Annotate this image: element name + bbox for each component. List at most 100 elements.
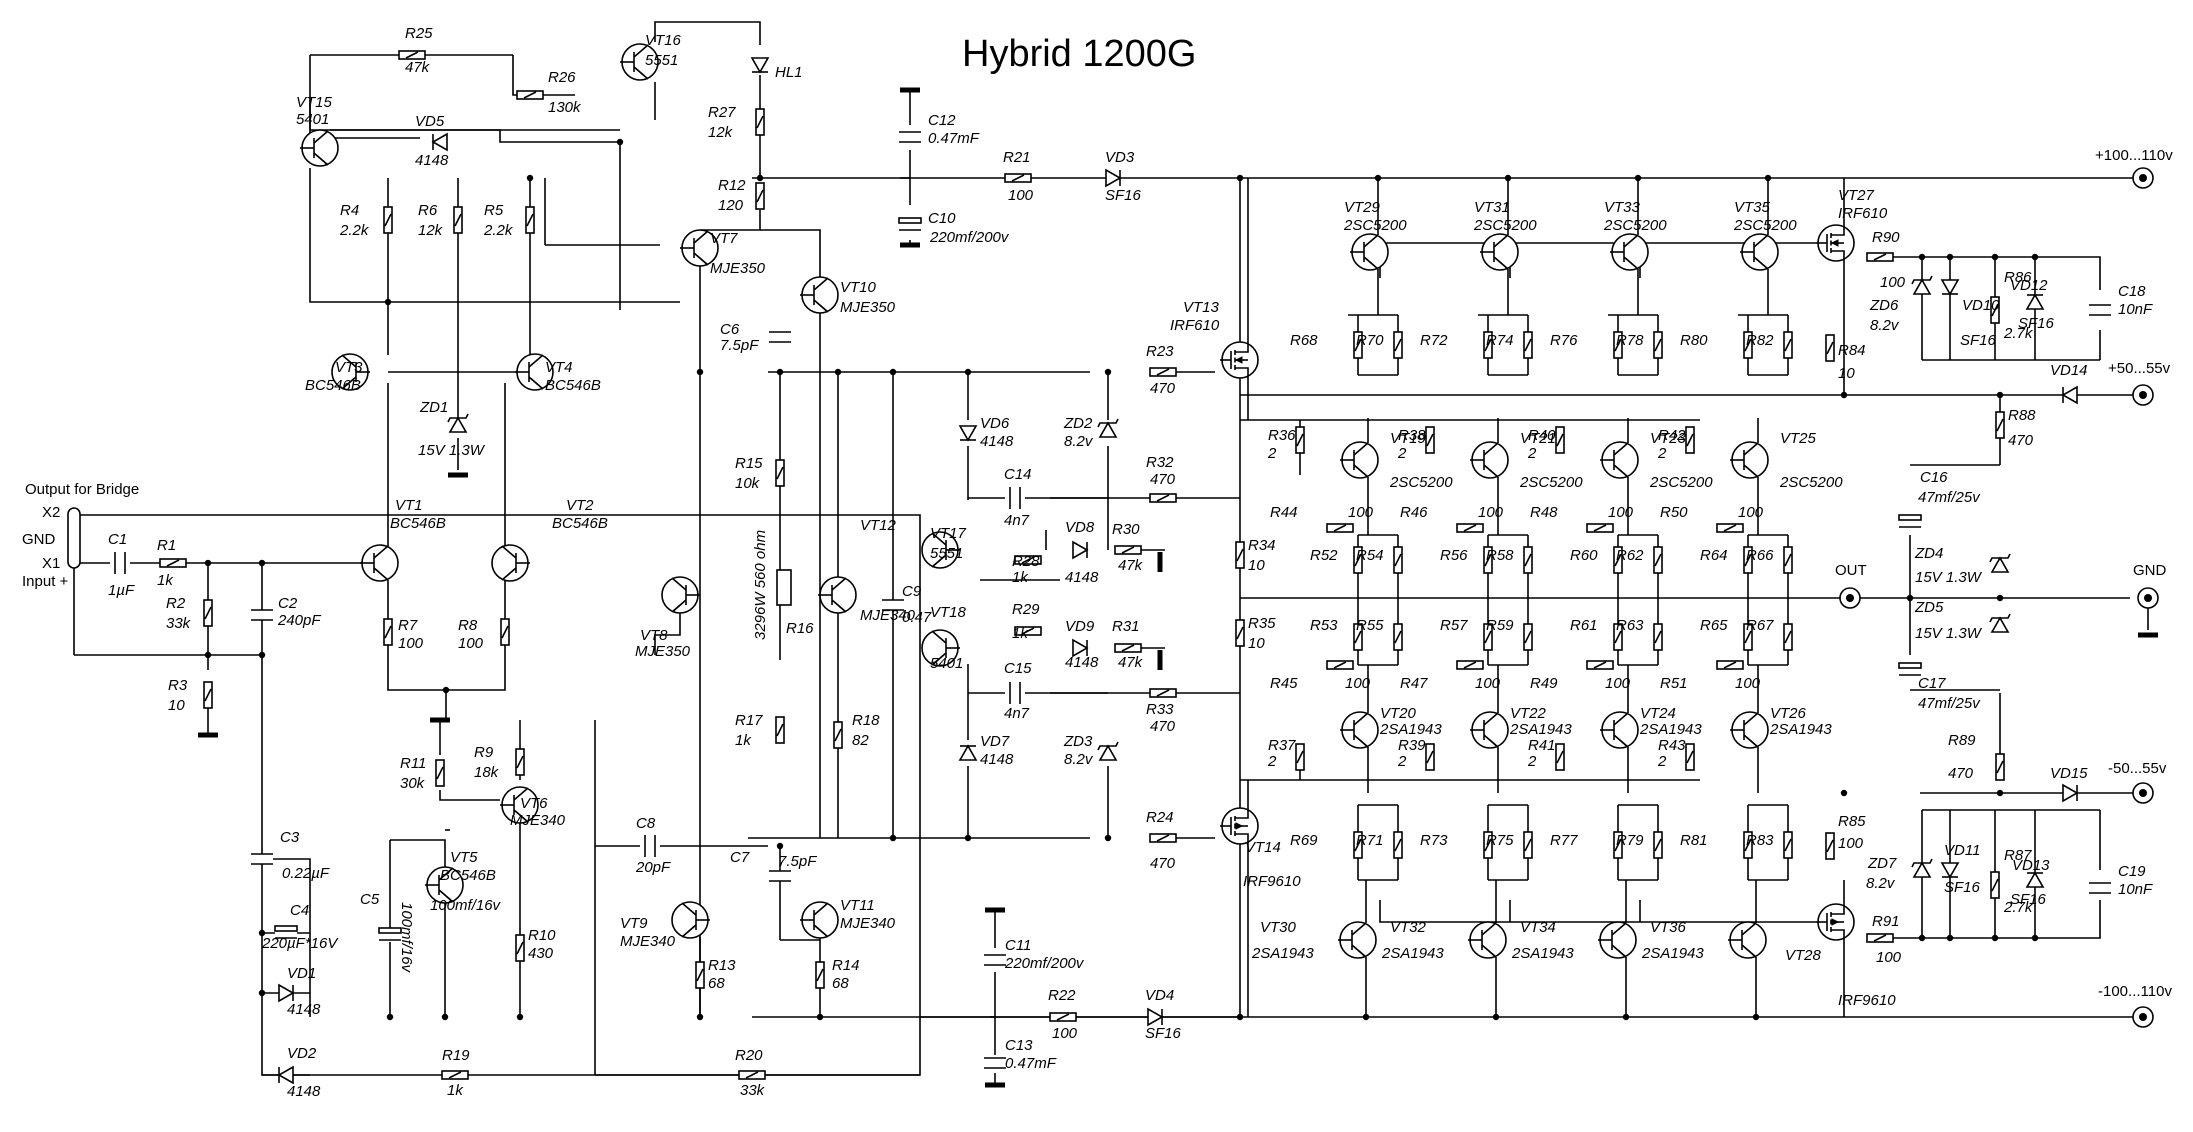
resistor-mark xyxy=(523,91,537,99)
resistor-mark xyxy=(1333,524,1347,532)
resistor-mark xyxy=(448,1071,462,1079)
r79-ref: R79 xyxy=(1616,832,1644,849)
diode-triangle xyxy=(1072,540,1089,560)
zd1-diode xyxy=(447,413,469,433)
resistor-mark xyxy=(454,213,462,227)
r59-ref: R59 xyxy=(1486,617,1514,634)
vd4-value: SF16 xyxy=(1145,1025,1182,1042)
cap-gap xyxy=(899,132,921,142)
vd3-value: SF16 xyxy=(1105,187,1142,204)
r42-ref: R42 xyxy=(1658,427,1686,444)
r31-value: 47k xyxy=(1118,654,1144,671)
resistor-mark xyxy=(1593,661,1607,669)
vt4-ref: VT4 xyxy=(545,359,573,376)
r71-ref: R71 xyxy=(1356,832,1384,849)
resistor-mark xyxy=(1784,553,1792,567)
collector-lead xyxy=(1351,922,1367,936)
wire xyxy=(1379,900,1816,923)
junction-dot xyxy=(526,174,534,182)
r9-value: 18k xyxy=(474,764,500,781)
c2-value: 240pF xyxy=(277,612,321,629)
r52-ref: R52 xyxy=(1310,547,1338,564)
r16-ref: R16 xyxy=(786,620,814,637)
resistor-mark xyxy=(1744,553,1752,567)
resistor-mark xyxy=(384,213,392,227)
collector-lead xyxy=(1481,922,1497,936)
junction-dot xyxy=(1906,594,1914,602)
c15-ref: C15 xyxy=(1004,660,1032,677)
c14-ref: C14 xyxy=(1004,466,1032,483)
resistor-mark xyxy=(1394,630,1402,644)
r26-ref: R26 xyxy=(548,69,576,86)
r26-value: 130k xyxy=(548,99,582,116)
vd15-ref: VD15 xyxy=(2050,765,2088,782)
r45-ref: R45 xyxy=(1270,675,1298,692)
junction-dot xyxy=(1996,391,2004,399)
r13-ref: R13 xyxy=(708,957,736,974)
drain xyxy=(1235,808,1249,819)
wire xyxy=(439,790,500,801)
vminus100-terminal-pin xyxy=(2139,1013,2147,1021)
collector-lead xyxy=(931,630,947,644)
vminus50-label: -50...55v xyxy=(2108,760,2167,777)
emitter-arrow xyxy=(1483,946,1496,958)
resistor-mark xyxy=(1556,433,1564,447)
r30-value: 47k xyxy=(1118,557,1144,574)
r51-value: 100 xyxy=(1735,675,1761,692)
resistor-mark xyxy=(501,625,509,639)
zd5-diode xyxy=(1989,613,2011,633)
r38-ref: R38 xyxy=(1398,427,1426,444)
junction-dot xyxy=(204,559,212,567)
r2-ref: R2 xyxy=(166,595,186,612)
emitter-arrow xyxy=(1745,736,1758,748)
-plate-a xyxy=(274,925,298,932)
vd10-ref: VD10 xyxy=(1962,297,2000,314)
resistor-mark xyxy=(1524,630,1532,644)
wire xyxy=(654,612,681,655)
r74-ref: R74 xyxy=(1486,332,1514,349)
resistor-mark xyxy=(756,115,764,129)
bridge-output-label: Output for Bridge xyxy=(25,481,139,498)
c15-value: 4n7 xyxy=(1004,705,1030,722)
vt21-ref: VT21 xyxy=(1520,430,1556,447)
vt23-value: 2SC5200 xyxy=(1649,474,1713,491)
r35-ref: R35 xyxy=(1248,615,1276,632)
wire xyxy=(74,514,921,1076)
source xyxy=(1235,833,1249,844)
junction-dot xyxy=(1918,253,1926,261)
junction-dot xyxy=(1918,934,1926,942)
emitter-arrow xyxy=(530,377,543,389)
r63-ref: R63 xyxy=(1616,617,1644,634)
resistor-mark xyxy=(1826,341,1834,355)
cap-gap xyxy=(115,552,125,574)
diode-triangle xyxy=(277,1065,294,1085)
zd1-ref: ZD1 xyxy=(419,399,448,416)
r8-value: 100 xyxy=(458,635,484,652)
junction-dot xyxy=(816,1013,824,1021)
r68-ref: R68 xyxy=(1290,332,1318,349)
zd2-diode xyxy=(1097,418,1119,438)
r67-ref: R67 xyxy=(1746,617,1774,634)
r47-ref: R47 xyxy=(1400,675,1428,692)
resistor-mark xyxy=(1873,253,1887,261)
junction-dot xyxy=(1996,789,2004,797)
r12-value: 120 xyxy=(718,197,744,214)
cap-gap xyxy=(1010,682,1020,704)
junction-dot xyxy=(1840,789,1848,797)
zd3-diode xyxy=(1097,741,1119,761)
collector-lead xyxy=(341,354,357,368)
r19-value: 1k xyxy=(447,1082,464,1099)
diode-triangle xyxy=(1147,1007,1164,1027)
components xyxy=(67,43,2159,1088)
diode-bar xyxy=(1989,613,2011,623)
junction-dot xyxy=(2031,934,2039,942)
vplus50-label: +50...55v xyxy=(2108,360,2171,377)
r46-ref: R46 xyxy=(1400,504,1428,521)
c13-value: 0.47mF xyxy=(1005,1055,1057,1072)
resistor-mark xyxy=(1156,834,1170,842)
vt22-value: 2SA1943 xyxy=(1509,721,1572,738)
vd9-value: 4148 xyxy=(1065,654,1099,671)
r14-value: 68 xyxy=(832,975,849,992)
source xyxy=(1831,929,1845,940)
vt13-value: IRF610 xyxy=(1170,317,1220,334)
